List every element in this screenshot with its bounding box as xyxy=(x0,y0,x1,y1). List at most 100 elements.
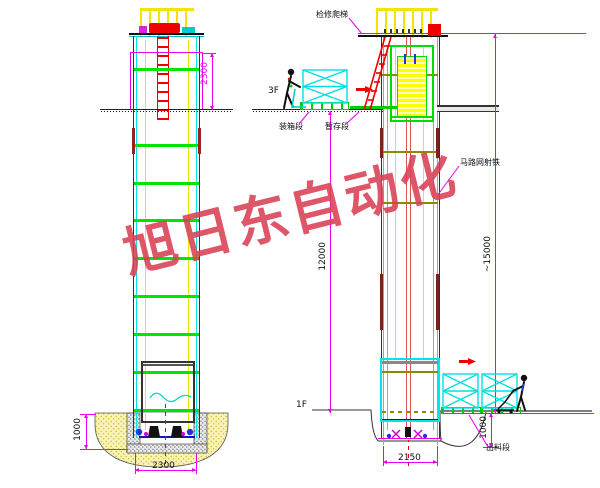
side-base-line xyxy=(378,438,442,439)
front-guide-yellow-left xyxy=(145,40,146,430)
dim-1000-right-line xyxy=(491,413,492,447)
side-tie-beam-dashed xyxy=(382,411,438,413)
label-1f: 1F xyxy=(296,400,307,410)
floor-3f-front-hatch xyxy=(100,110,233,113)
side-platform-line xyxy=(358,35,448,37)
side-guide-yellow-left xyxy=(395,45,396,358)
front-drive-motor xyxy=(149,23,180,33)
dim-2150-line xyxy=(383,462,438,463)
side-mast-outer-left xyxy=(381,37,382,438)
side-mast-cyan-inner-left xyxy=(387,45,388,430)
front-mast-cyan-right xyxy=(196,36,197,438)
mast-rung xyxy=(134,257,199,260)
front-enclosure-left xyxy=(130,52,131,110)
side-carriage-bottom-sill xyxy=(382,419,438,420)
pallet-stack-1f xyxy=(442,373,479,409)
leader-lines xyxy=(298,17,489,448)
side-carriage-load xyxy=(397,56,427,118)
label-staging: 暂存段 xyxy=(325,122,349,131)
front-head-block-right xyxy=(182,27,195,33)
side-carriage-hook xyxy=(404,54,406,64)
front-mast-outer-right xyxy=(199,36,200,438)
side-deck-fittings xyxy=(384,29,424,33)
front-carriage-top-bar xyxy=(143,364,193,366)
flow-arrow-1f xyxy=(459,358,476,365)
mast-rung xyxy=(134,144,199,147)
dim-1000-left-line xyxy=(86,414,87,449)
side-rail-clip xyxy=(436,274,439,330)
maintenance-ladder xyxy=(363,36,392,111)
side-rail-clip xyxy=(436,128,439,158)
front-base-beam xyxy=(139,436,195,438)
dim-15000-line xyxy=(495,34,496,413)
side-tie-beam xyxy=(382,371,438,373)
front-ladder-rail-left xyxy=(157,36,158,120)
side-carriage-bottom xyxy=(380,358,440,422)
floor-3f-side-hatch xyxy=(252,110,383,113)
mast-rung xyxy=(134,371,199,374)
side-top-ext-line xyxy=(358,33,586,34)
side-guide-yellow-right xyxy=(423,45,424,358)
side-carriage-bottom-bar xyxy=(382,361,438,364)
side-centerline xyxy=(408,440,409,466)
front-guide-yellow-right xyxy=(188,40,189,430)
front-enclosure-right xyxy=(202,52,203,110)
floor-3f-ledge xyxy=(437,105,499,112)
side-pit-buffers xyxy=(386,427,428,439)
side-mast-outer-right xyxy=(439,37,440,438)
front-carriage xyxy=(141,361,195,423)
side-carriage-sill xyxy=(391,116,433,118)
dim-2150-ext-l xyxy=(383,446,384,466)
floor-3f-front-line xyxy=(100,109,233,110)
front-platform-line xyxy=(129,33,204,35)
front-centerline xyxy=(165,400,166,464)
front-enclosure-top xyxy=(130,52,203,53)
side-tie-beam xyxy=(382,151,438,153)
side-chain-line-right xyxy=(410,37,411,438)
mast-rung xyxy=(134,182,199,185)
label-discharge: 出料段 xyxy=(486,443,510,452)
front-ladder xyxy=(157,36,169,120)
label-ladder: 检修爬梯 xyxy=(316,10,348,19)
label-mesh: 马路网射铁 xyxy=(460,158,500,167)
conveyor-3f xyxy=(350,106,397,109)
dim-1000-left-ext-top xyxy=(80,414,96,415)
pallet-stack-1f xyxy=(481,373,518,409)
front-pit-slab xyxy=(126,443,208,454)
front-rail-clip-left xyxy=(132,128,135,154)
dim-2300-bottom: 2300 xyxy=(152,461,175,471)
dim-12000-line xyxy=(330,111,331,413)
mast-rung xyxy=(134,333,199,336)
mast-rung xyxy=(134,295,199,298)
dim-2300-bottom-ext-l xyxy=(135,453,136,474)
mast-rung xyxy=(134,68,199,71)
front-mast-outer-left xyxy=(133,36,134,438)
side-chain-line-left xyxy=(406,37,407,438)
side-mast-cyan-left xyxy=(383,37,384,445)
worker-1f xyxy=(495,374,528,414)
mast-rung xyxy=(134,409,199,412)
front-ladder-rail-right xyxy=(168,36,169,120)
side-carriage-top xyxy=(390,45,434,122)
side-drive-motor xyxy=(428,24,441,36)
front-head-block-left xyxy=(139,26,147,33)
side-pit-curve xyxy=(440,411,487,447)
worker-3f xyxy=(283,68,306,109)
label-3f: 3F xyxy=(268,86,279,96)
side-mast-cyan-right xyxy=(437,37,438,445)
chain-squiggle xyxy=(149,392,192,403)
side-pit-outline xyxy=(312,409,443,442)
flow-arrow-3f xyxy=(356,86,373,93)
front-pit-buffers xyxy=(135,426,194,437)
side-tie-beam xyxy=(382,202,438,204)
side-rail-clip xyxy=(380,274,383,330)
floor-1f-magenta xyxy=(443,413,594,414)
label-packing: 装箱段 xyxy=(279,122,303,131)
pallet-stack-3f xyxy=(302,69,348,104)
side-rail-clip xyxy=(380,128,383,158)
side-mast-cyan-inner-right xyxy=(433,45,434,430)
dim-1000-right-ext xyxy=(483,447,499,448)
